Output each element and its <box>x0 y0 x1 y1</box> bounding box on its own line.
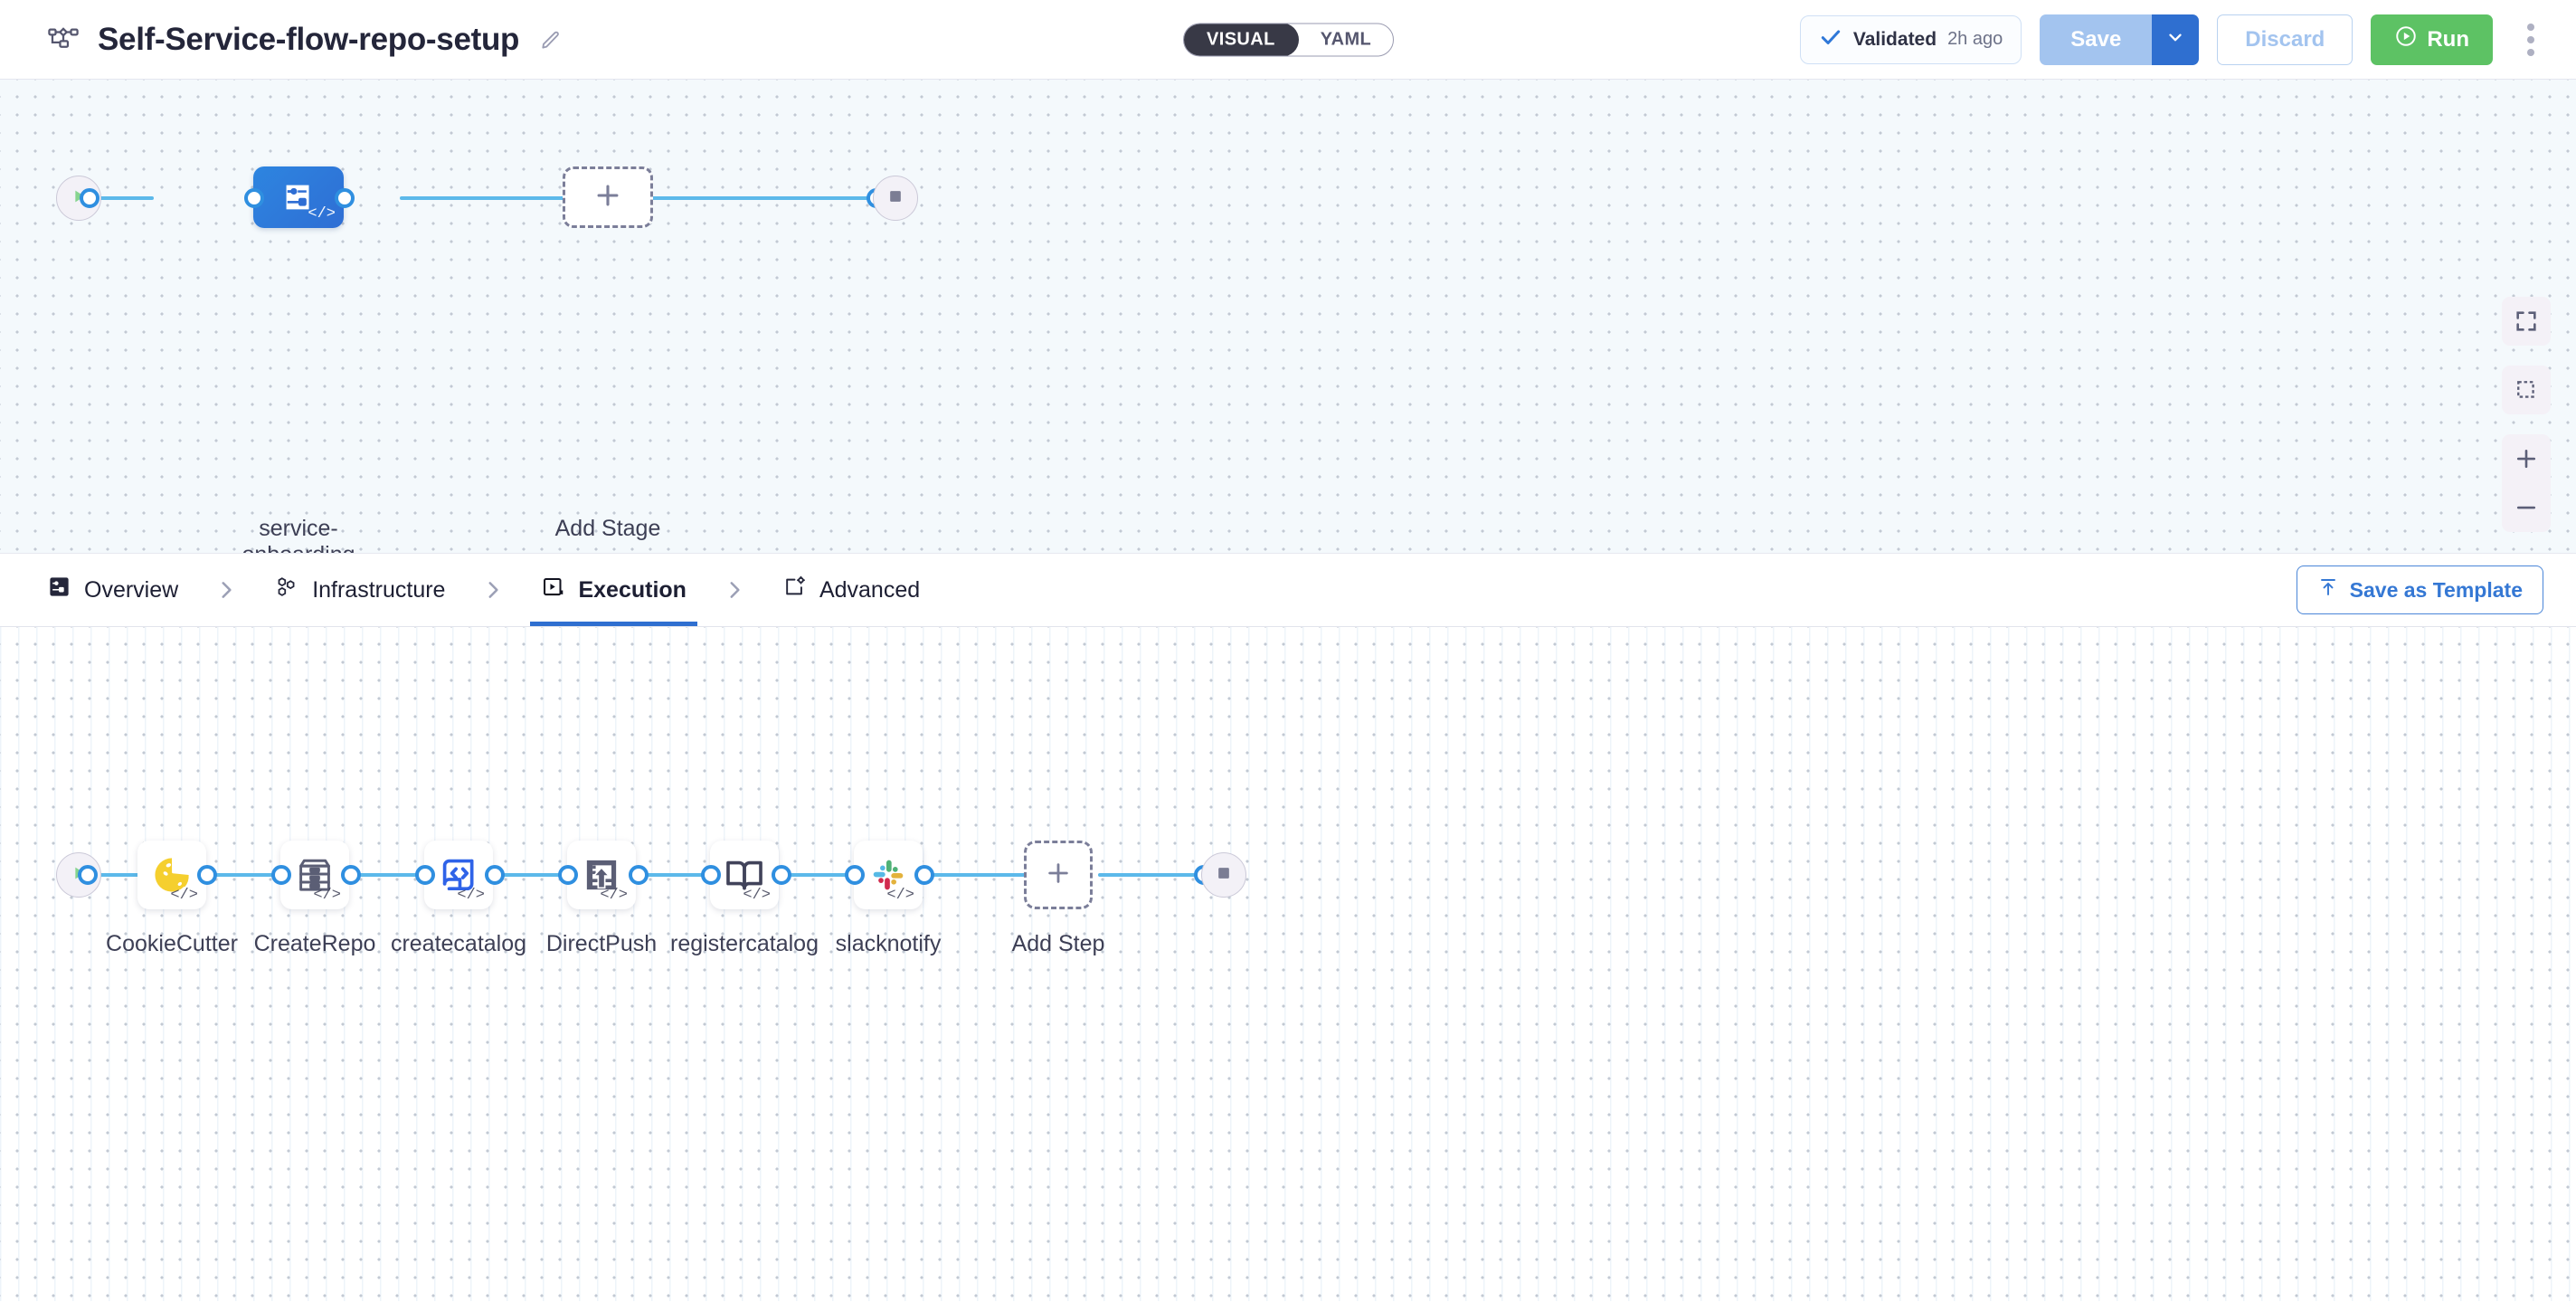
pencil-edit-icon[interactable] <box>535 24 566 55</box>
canvas-controls[interactable] <box>2502 297 2551 532</box>
execution-play-icon <box>541 575 565 605</box>
validation-time: 2h ago <box>1947 29 2003 49</box>
step-label-slacknotify: slacknotify <box>835 931 942 956</box>
pipeline-flow-icon <box>45 22 81 58</box>
upload-template-icon <box>2317 576 2339 603</box>
stage-node-service-onboarding[interactable]: </> <box>253 166 344 228</box>
plus-icon <box>592 180 623 215</box>
app-header: Self-Service-flow-repo-setup VISUAL YAML… <box>0 0 2576 80</box>
toggle-option-yaml[interactable]: YAML <box>1320 29 1372 49</box>
step-label-createcatalog: createcatalog <box>390 931 527 956</box>
save-dropdown-button[interactable] <box>2152 14 2200 65</box>
run-label: Run <box>2427 26 2469 52</box>
step-port-slacknotify-in[interactable] <box>845 865 865 885</box>
step-edge-end <box>1098 873 1203 877</box>
marquee-select-icon[interactable] <box>2502 366 2551 414</box>
stop-square-icon <box>886 187 904 210</box>
step-end-node[interactable] <box>1201 852 1246 898</box>
step-edge-4 <box>638 873 724 877</box>
kebab-menu-icon[interactable] <box>2511 14 2551 65</box>
step-port-registercatalog-out[interactable] <box>772 865 791 885</box>
plus-icon <box>1044 859 1073 892</box>
stage-node-in-port[interactable] <box>244 188 264 208</box>
step-port-createrepo-in[interactable] <box>271 865 291 885</box>
step-label-cookiecutter: CookieCutter <box>106 931 238 956</box>
tab-overview-label: Overview <box>84 576 179 603</box>
toggle-option-visual[interactable]: VISUAL <box>1184 24 1299 55</box>
stop-square-icon <box>1215 864 1233 887</box>
zoom-out-icon[interactable] <box>2502 483 2551 532</box>
save-as-template-button[interactable]: Save as Template <box>2296 565 2543 614</box>
step-port-directpush-out[interactable] <box>629 865 649 885</box>
step-edge-6 <box>924 873 1026 877</box>
step-node-directpush[interactable]: </> <box>567 841 636 909</box>
step-port-slacknotify-out[interactable] <box>914 865 934 885</box>
step-label-createrepo: CreateRepo <box>253 931 376 956</box>
save-as-template-label: Save as Template <box>2349 577 2523 602</box>
stage-start-port[interactable] <box>80 188 99 208</box>
chevron-right-icon <box>450 578 535 602</box>
step-node-cookiecutter[interactable]: </> <box>137 841 206 909</box>
step-edge-start <box>87 873 156 877</box>
step-port-directpush-in[interactable] <box>558 865 578 885</box>
step-port-createcatalog-in[interactable] <box>415 865 435 885</box>
view-mode-toggle[interactable]: VISUAL YAML <box>1183 23 1395 56</box>
advanced-gear-icon <box>782 575 807 605</box>
tab-overview[interactable]: Overview <box>42 554 184 626</box>
step-edge-1 <box>206 873 293 877</box>
infrastructure-hex-icon <box>274 575 299 606</box>
play-circle-icon <box>2394 24 2418 54</box>
step-label-directpush: DirectPush <box>545 931 658 956</box>
step-graph-canvas[interactable]: </> CookieCutter </> CreateRepo </> crea… <box>0 627 2576 1301</box>
step-port-registercatalog-in[interactable] <box>701 865 721 885</box>
chevron-down-icon <box>2165 27 2185 52</box>
step-edge-3 <box>494 873 581 877</box>
page-title: Self-Service-flow-repo-setup <box>98 21 520 57</box>
chevron-right-icon <box>184 578 269 602</box>
add-step-button[interactable] <box>1024 841 1093 909</box>
step-node-createrepo[interactable]: </> <box>280 841 349 909</box>
check-icon <box>1819 25 1842 53</box>
step-edge-2 <box>350 873 437 877</box>
stage-edge-start <box>89 196 154 200</box>
step-start-port[interactable] <box>78 865 98 885</box>
tab-advanced-label: Advanced <box>819 576 921 603</box>
header-actions: Validated 2h ago Save Discard Run <box>1799 14 2551 65</box>
tab-infrastructure-label: Infrastructure <box>312 576 446 603</box>
tab-advanced[interactable]: Advanced <box>777 554 925 626</box>
step-port-cookiecutter-out[interactable] <box>197 865 217 885</box>
discard-button[interactable]: Discard <box>2217 14 2353 65</box>
save-button-group[interactable]: Save <box>2040 14 2200 65</box>
stage-node-label: service- onboarding <box>242 516 355 553</box>
add-step-label: Add Step <box>1011 931 1105 956</box>
run-button[interactable]: Run <box>2371 14 2493 65</box>
tab-execution-label: Execution <box>578 576 687 603</box>
validation-status-badge: Validated 2h ago <box>1799 14 2022 64</box>
step-port-createrepo-out[interactable] <box>341 865 361 885</box>
fit-screen-icon[interactable] <box>2502 297 2551 346</box>
add-stage-label: Add Stage <box>554 516 661 541</box>
stage-node-out-port[interactable] <box>335 188 355 208</box>
step-label-registercatalog: registercatalog <box>670 931 819 956</box>
stage-graph-canvas[interactable]: </> service- onboarding Add Stage <box>0 80 2576 553</box>
overview-icon <box>47 575 71 605</box>
chevron-right-icon <box>692 578 777 602</box>
step-edge-5 <box>781 873 867 877</box>
tab-execution[interactable]: Execution <box>530 554 698 626</box>
validation-label: Validated <box>1852 28 1937 50</box>
save-button[interactable]: Save <box>2040 14 2153 65</box>
section-tab-bar: Overview Infrastructure Execution <box>0 553 2576 627</box>
step-port-createcatalog-out[interactable] <box>485 865 505 885</box>
zoom-in-icon[interactable] <box>2502 434 2551 483</box>
add-stage-button[interactable] <box>563 166 653 228</box>
zoom-controls[interactable] <box>2502 434 2551 532</box>
header-left-group: Self-Service-flow-repo-setup <box>45 22 566 58</box>
stage-end-node[interactable] <box>873 176 918 221</box>
tab-infrastructure[interactable]: Infrastructure <box>269 554 450 626</box>
